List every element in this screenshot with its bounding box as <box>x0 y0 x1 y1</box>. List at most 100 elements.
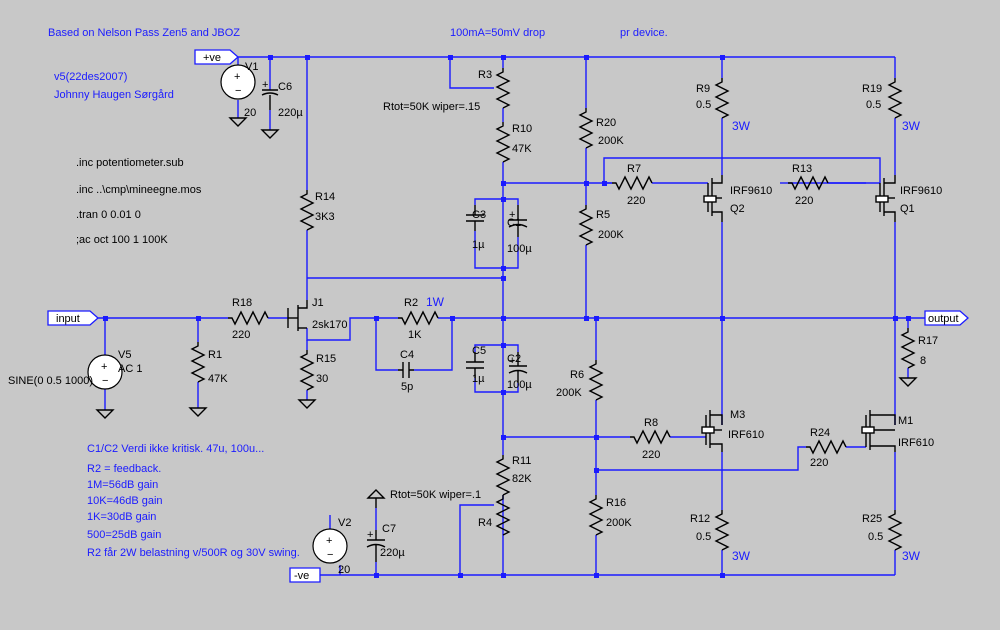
resistor-r1[interactable] <box>191 341 205 383</box>
svg-text:−: − <box>327 549 333 561</box>
svg-text:+: + <box>509 209 515 221</box>
ground-symbols <box>95 117 918 419</box>
mosfet-q2[interactable] <box>703 175 723 222</box>
v1-name: V1 <box>245 61 258 73</box>
r2-value: 1K <box>408 329 422 341</box>
r1-value: 47K <box>208 373 228 385</box>
capacitor-c2[interactable] <box>508 352 528 383</box>
resistor-r7[interactable] <box>611 176 653 190</box>
device-note: pr device. <box>620 27 668 39</box>
svg-text:−: − <box>235 85 241 97</box>
j1-name: J1 <box>312 297 324 309</box>
note-2: R2 = feedback. <box>87 463 161 475</box>
jfet-j1[interactable] <box>287 300 308 331</box>
voltage-source-v1[interactable]: +− <box>220 64 256 100</box>
resistor-r24[interactable] <box>805 440 847 454</box>
note-6: 500=25dB gain <box>87 529 161 541</box>
capacitor-c1[interactable] <box>508 205 528 237</box>
resistor-r16[interactable] <box>589 494 603 536</box>
r17-name: R17 <box>918 335 938 347</box>
c6-value: 220µ <box>278 107 303 119</box>
c7-value: 220µ <box>380 547 405 559</box>
c2-name: C2 <box>507 353 521 365</box>
resistor-r2[interactable] <box>397 311 439 325</box>
voltage-source-v5[interactable]: +− <box>87 354 123 390</box>
r12-power: 3W <box>732 549 751 563</box>
resistor-r3[interactable] <box>496 67 510 109</box>
resistor-r12[interactable] <box>715 509 729 551</box>
q2-name: Q2 <box>730 203 745 215</box>
directive-2: .inc ..\cmp\mineegne.mos <box>76 184 202 196</box>
port-pos[interactable]: +ve <box>194 49 239 65</box>
r24-name: R24 <box>810 427 830 439</box>
capacitor-c5[interactable] <box>466 352 484 378</box>
resistor-r14[interactable] <box>300 189 314 231</box>
svg-text:+: + <box>262 79 268 91</box>
resistor-r18[interactable] <box>227 311 269 325</box>
resistor-r20[interactable] <box>579 107 593 149</box>
capacitor-c7[interactable] <box>366 530 386 562</box>
r4-value: Rtot=50K wiper=.1 <box>390 489 481 501</box>
v5-name: V5 <box>118 349 131 361</box>
mosfet-m3[interactable] <box>701 410 723 452</box>
component-labels: V1 20 C6 220µ R3 Rtot=50K wiper=.15 R10 … <box>8 61 942 576</box>
mosfet-m1[interactable] <box>861 410 896 452</box>
port-neg[interactable]: -ve <box>289 567 321 583</box>
q2-model: IRF9610 <box>730 185 772 197</box>
c1-name: C1 <box>507 217 521 229</box>
resistor-r25[interactable] <box>888 509 902 551</box>
r2-power: 1W <box>426 295 445 309</box>
resistor-r8[interactable] <box>629 430 671 444</box>
port-output[interactable]: output <box>924 310 969 326</box>
v2-name: V2 <box>338 517 351 529</box>
m1-model: IRF610 <box>898 437 934 449</box>
r25-name: R25 <box>862 513 882 525</box>
r16-name: R16 <box>606 497 626 509</box>
resistor-r6[interactable] <box>589 359 603 401</box>
note-4: 10K=46dB gain <box>87 495 163 507</box>
capacitor-c6[interactable] <box>261 89 279 110</box>
r15-name: R15 <box>316 353 336 365</box>
c5-value: 1µ <box>472 373 485 385</box>
resistor-r10[interactable] <box>496 121 510 163</box>
svg-text:−: − <box>102 375 108 387</box>
r14-name: R14 <box>315 191 335 203</box>
port-pos-label: +ve <box>203 52 221 64</box>
r18-value: 220 <box>232 329 250 341</box>
r2-name: R2 <box>404 297 418 309</box>
m3-model: IRF610 <box>728 429 764 441</box>
r11-value: 82K <box>512 473 532 485</box>
note-7: R2 får 2W belastning v/500R og 30V swing… <box>87 547 300 559</box>
r1-name: R1 <box>208 349 222 361</box>
m3-name: M3 <box>730 409 745 421</box>
v5-source: SINE(0 0.5 1000) <box>8 375 93 387</box>
r5-name: R5 <box>596 209 610 221</box>
capacitor-c3[interactable] <box>466 205 484 231</box>
resistor-r11[interactable] <box>496 454 510 496</box>
r11-name: R11 <box>512 455 531 467</box>
port-input[interactable]: input <box>47 310 99 326</box>
r6-value: 200K <box>556 387 582 399</box>
note-1: C1/C2 Verdi ikke kritisk. 47u, 100u... <box>87 443 264 455</box>
mosfet-q1[interactable] <box>875 175 896 222</box>
resistor-r5[interactable] <box>579 204 593 246</box>
port-output-label: output <box>928 313 959 325</box>
resistor-r9[interactable] <box>715 77 729 119</box>
port-neg-label: -ve <box>294 570 309 582</box>
r19-power: 3W <box>902 119 921 133</box>
r20-value: 200K <box>598 135 624 147</box>
resistor-r15[interactable] <box>300 349 314 391</box>
resistor-r19[interactable] <box>888 77 902 119</box>
j1-model: 2sk170 <box>312 319 347 331</box>
capacitor-c4[interactable] <box>398 362 414 378</box>
voltage-source-v2[interactable]: +− <box>312 528 348 564</box>
port-input-label: input <box>56 313 80 325</box>
c3-value: 1µ <box>472 239 485 251</box>
r12-name: R12 <box>690 513 710 525</box>
r17-value: 8 <box>920 355 926 367</box>
version-note: v5(22des2007) <box>54 71 127 83</box>
r14-value: 3K3 <box>315 211 335 223</box>
resistor-r17[interactable] <box>901 327 915 369</box>
r7-value: 220 <box>627 195 645 207</box>
note-3: 1M=56dB gain <box>87 479 158 491</box>
